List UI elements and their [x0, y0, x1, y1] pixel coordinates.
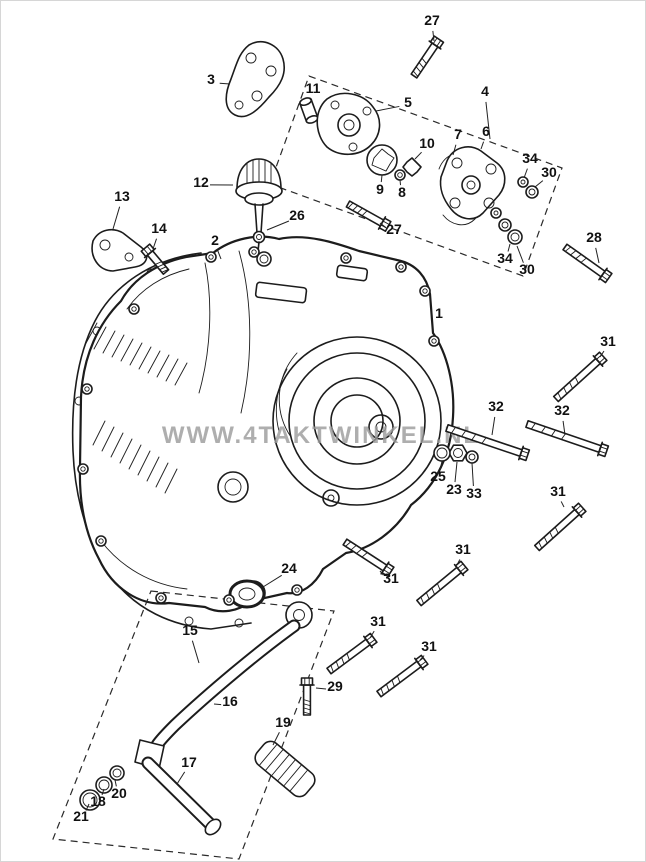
- bolt-31: [326, 632, 378, 675]
- pedal-end-cap: [204, 818, 222, 836]
- part-number-7: 7: [454, 126, 462, 142]
- kick-starter-assembly-box: [52, 590, 335, 860]
- washer-34: [498, 218, 512, 232]
- bolt-27: [410, 35, 445, 79]
- part-number-13: 13: [114, 188, 130, 204]
- pump-body: [439, 146, 506, 220]
- pump-inner-rotor: [402, 157, 422, 177]
- part-number-31: 31: [383, 570, 399, 586]
- part-number-14: 14: [151, 220, 167, 236]
- pump-dowel: [299, 97, 319, 124]
- part-number-8: 8: [398, 184, 406, 200]
- part-number-31: 31: [421, 638, 437, 654]
- oil-filler-cap: [235, 158, 283, 252]
- bolt-14: [140, 243, 170, 275]
- oil-pump-assembly-box: [269, 75, 563, 277]
- part-number-34: 34: [497, 250, 513, 266]
- washer-33: [465, 450, 479, 464]
- part-number-30: 30: [519, 261, 535, 277]
- part-number-1: 1: [435, 305, 443, 321]
- washer-18: [95, 776, 113, 794]
- bolt-29: [299, 677, 315, 716]
- part-number-12: 12: [193, 174, 209, 190]
- bolt-32: [445, 423, 531, 462]
- nut: [448, 444, 468, 462]
- part-number-2: 2: [211, 232, 219, 248]
- part-number-11: 11: [306, 80, 321, 96]
- dipstick-hole: [256, 251, 272, 267]
- part-number-20: 20: [111, 785, 127, 801]
- washer-30: [525, 185, 539, 199]
- part-number-4: 4: [481, 83, 489, 99]
- washer-34: [517, 176, 529, 188]
- part-number-31: 31: [370, 613, 386, 629]
- washer-20: [109, 765, 125, 781]
- part-number-32: 32: [554, 402, 570, 418]
- part-number-27: 27: [424, 12, 440, 28]
- bolt-31: [376, 654, 429, 698]
- bolt-31: [342, 538, 395, 578]
- pump-cover-plate: [316, 92, 381, 156]
- oil-filler-boss: [217, 471, 249, 503]
- part-number-15: 15: [182, 622, 198, 638]
- part-number-3: 3: [207, 71, 215, 87]
- part-number-23: 23: [446, 481, 462, 497]
- part-number-6: 6: [482, 123, 490, 139]
- part-number-10: 10: [419, 135, 435, 151]
- part-number-16: 16: [222, 693, 238, 709]
- washer-25: [433, 444, 451, 462]
- part-number-28: 28: [586, 229, 602, 245]
- part-number-25: 25: [430, 468, 446, 484]
- part-number-18: 18: [90, 793, 106, 809]
- bolt-31: [552, 351, 608, 403]
- washer-30: [490, 207, 502, 219]
- part-number-19: 19: [275, 714, 291, 730]
- bolt-31: [416, 560, 469, 607]
- part-number-27: 27: [386, 221, 402, 237]
- part-number-26: 26: [289, 207, 305, 223]
- washer-30: [507, 229, 523, 245]
- oil-seal: [228, 579, 266, 609]
- part-number-31: 31: [550, 483, 566, 499]
- kick-pedal-rubber: [254, 740, 316, 798]
- watermark-text: WWW.4TAKTWINKEL.NL: [162, 422, 480, 449]
- part-number-17: 17: [181, 754, 197, 770]
- crankcase-cover: [78, 235, 455, 613]
- part-number-5: 5: [404, 94, 412, 110]
- part-number-9: 9: [376, 181, 384, 197]
- dipstick-ring: [252, 230, 266, 244]
- clutch-bulge-outer: [272, 336, 442, 506]
- part-number-24: 24: [281, 560, 297, 576]
- part-number-21: 21: [73, 808, 89, 824]
- bolt-31: [533, 502, 587, 552]
- part-number-31: 31: [600, 333, 616, 349]
- side-bracket: [91, 228, 148, 272]
- pump-ring: [394, 169, 406, 181]
- bolt-28: [562, 243, 613, 284]
- pump-outer-rotor: [366, 144, 398, 176]
- bolt-32: [525, 419, 610, 458]
- pump-gasket: [225, 41, 285, 118]
- washer-21: [79, 789, 101, 811]
- part-number-31: 31: [455, 541, 471, 557]
- kick-starter-lever: [134, 601, 313, 836]
- part-number-30: 30: [541, 164, 557, 180]
- part-number-34: 34: [522, 150, 538, 166]
- part-number-32: 32: [488, 398, 504, 414]
- bolt-27: [345, 200, 392, 233]
- part-number-33: 33: [466, 485, 482, 501]
- part-number-29: 29: [327, 678, 343, 694]
